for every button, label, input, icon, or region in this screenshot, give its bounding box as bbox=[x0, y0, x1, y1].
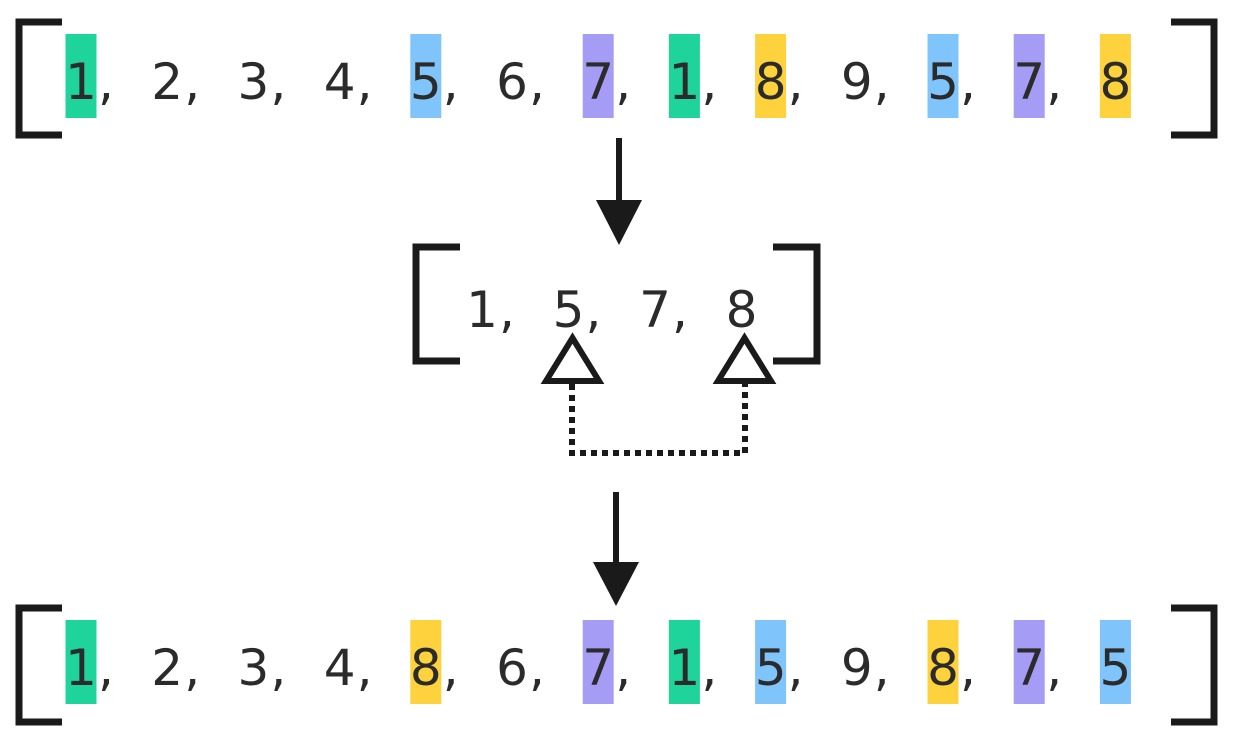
sequence-value: 1 bbox=[668, 53, 700, 111]
separator: , bbox=[184, 639, 200, 697]
highlight-box bbox=[927, 620, 959, 704]
highlight-box bbox=[755, 620, 787, 704]
sequence-value: 1 bbox=[65, 639, 97, 697]
separator: , bbox=[357, 639, 373, 697]
highlight-box bbox=[410, 34, 442, 118]
sequence-value: 9 bbox=[841, 53, 873, 111]
sequence-value: 1 bbox=[65, 53, 97, 111]
highlight-box bbox=[582, 34, 614, 118]
highlight-box bbox=[755, 34, 787, 118]
sequence-value: 1 bbox=[466, 281, 498, 339]
highlight-box bbox=[582, 620, 614, 704]
separator: , bbox=[529, 53, 545, 111]
sequence-value: 7 bbox=[1013, 639, 1045, 697]
highlight-box bbox=[1013, 34, 1045, 118]
down-arrow-1-head bbox=[596, 200, 642, 245]
middle-left-bracket bbox=[412, 243, 460, 365]
sequence-value: 8 bbox=[927, 639, 959, 697]
highlight-box bbox=[668, 620, 700, 704]
sequence-value: 8 bbox=[1099, 53, 1131, 111]
original-sequence: 1,2,3,4,5,6,7,1,8,9,5,7,8 bbox=[15, 18, 1218, 139]
sequence-value: 3 bbox=[237, 53, 269, 111]
dotted-swap-line bbox=[569, 384, 748, 456]
bottom-right-bracket bbox=[1171, 604, 1218, 726]
highlight-box bbox=[927, 34, 959, 118]
sequence-value: 5 bbox=[410, 53, 442, 111]
highlight-box bbox=[1013, 620, 1045, 704]
swapped-sequence: 1,2,3,4,8,6,7,1,5,9,8,7,5 bbox=[15, 604, 1218, 726]
sequence-value: 5 bbox=[927, 53, 959, 111]
separator: , bbox=[960, 53, 976, 111]
highlight-box bbox=[410, 620, 442, 704]
separator: , bbox=[874, 53, 890, 111]
separator: , bbox=[443, 53, 459, 111]
sequence-value: 8 bbox=[755, 53, 787, 111]
separator: , bbox=[960, 639, 976, 697]
separator: , bbox=[98, 639, 114, 697]
separator: , bbox=[615, 639, 631, 697]
separator: , bbox=[98, 53, 114, 111]
sequence-value: 7 bbox=[639, 281, 671, 339]
sequence-value: 7 bbox=[582, 639, 614, 697]
sequence-value: 2 bbox=[151, 639, 183, 697]
separator: , bbox=[874, 639, 890, 697]
sequence-value: 7 bbox=[582, 53, 614, 111]
separator: , bbox=[1046, 53, 1062, 111]
separator: , bbox=[615, 53, 631, 111]
separator: , bbox=[270, 53, 286, 111]
separator: , bbox=[529, 639, 545, 697]
separator: , bbox=[586, 281, 602, 339]
separator: , bbox=[788, 639, 804, 697]
sequence-value: 5 bbox=[755, 639, 787, 697]
sequence-value: 3 bbox=[237, 639, 269, 697]
highlight-box bbox=[1099, 620, 1131, 704]
unique-values: 1,5,7,8 bbox=[412, 243, 821, 365]
sequence-value: 6 bbox=[496, 639, 528, 697]
separator: , bbox=[357, 53, 373, 111]
swap-connector bbox=[540, 332, 777, 456]
highlight-box bbox=[1099, 34, 1131, 118]
highlight-box bbox=[65, 620, 97, 704]
bottom-left-bracket bbox=[15, 604, 62, 726]
triangle-marker-left bbox=[540, 332, 605, 384]
separator: , bbox=[270, 639, 286, 697]
separator: , bbox=[499, 281, 515, 339]
sequence-value: 9 bbox=[841, 639, 873, 697]
separator: , bbox=[672, 281, 688, 339]
sequence-value: 7 bbox=[1013, 53, 1045, 111]
middle-right-bracket bbox=[773, 243, 821, 365]
highlight-box bbox=[668, 34, 700, 118]
sequence-value: 5 bbox=[553, 281, 585, 339]
sequence-value: 4 bbox=[324, 53, 356, 111]
separator: , bbox=[701, 53, 717, 111]
highlight-box bbox=[65, 34, 97, 118]
sequence-value: 1 bbox=[668, 639, 700, 697]
down-arrow-2-head bbox=[593, 562, 639, 606]
separator: , bbox=[701, 639, 717, 697]
sequence-value: 8 bbox=[726, 281, 758, 339]
sequence-value: 4 bbox=[324, 639, 356, 697]
separator: , bbox=[1046, 639, 1062, 697]
right-bracket bbox=[1171, 18, 1218, 139]
sequence-value: 5 bbox=[1099, 639, 1131, 697]
triangle-marker-right bbox=[712, 332, 777, 384]
sequence-value: 2 bbox=[151, 53, 183, 111]
sequence-value: 8 bbox=[410, 639, 442, 697]
separator: , bbox=[443, 639, 459, 697]
left-bracket bbox=[15, 18, 62, 139]
separator: , bbox=[788, 53, 804, 111]
sequence-value: 6 bbox=[496, 53, 528, 111]
separator: , bbox=[184, 53, 200, 111]
